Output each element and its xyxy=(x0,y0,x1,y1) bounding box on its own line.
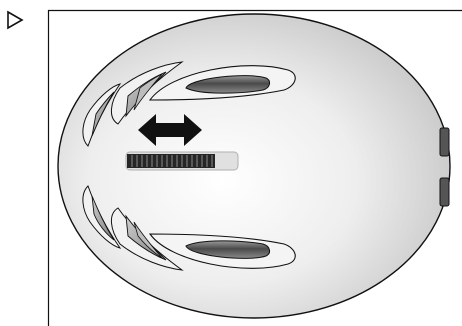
slider-grip xyxy=(127,154,215,168)
adjustment-arrow-icon xyxy=(138,114,202,146)
helmet-shell xyxy=(57,13,451,319)
size-adjust-slider xyxy=(125,151,239,171)
top-vent xyxy=(148,65,296,101)
right-clip-upper xyxy=(439,127,450,157)
bottom-vent xyxy=(148,233,296,269)
step-triangle-icon xyxy=(7,10,24,30)
right-clip-lower xyxy=(439,177,450,207)
lower-left-vents xyxy=(82,185,184,271)
upper-left-vents xyxy=(82,61,184,147)
